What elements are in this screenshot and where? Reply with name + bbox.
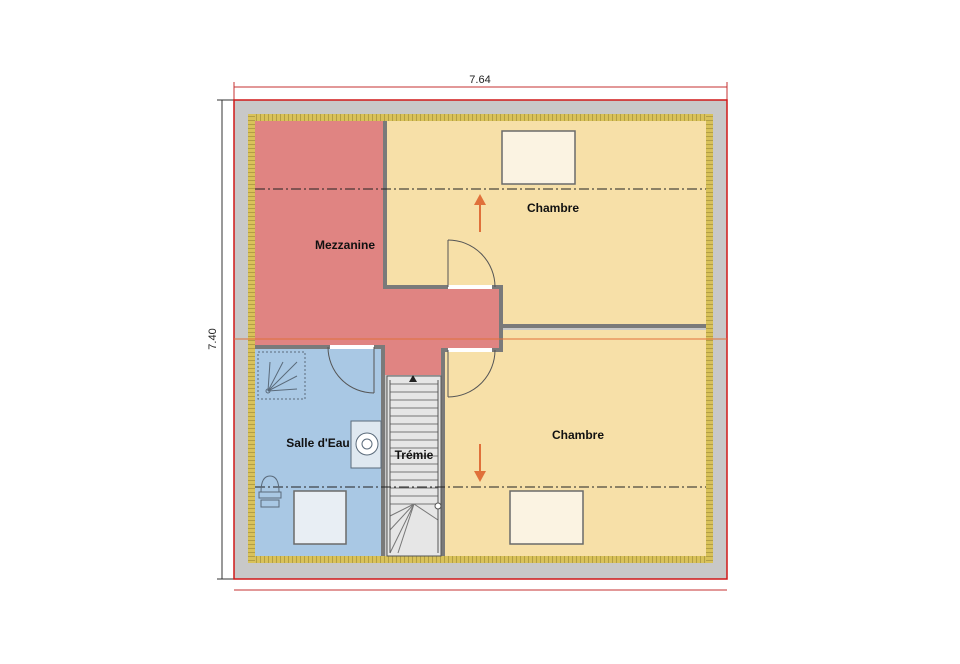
slope-arrow-down-icon	[474, 444, 486, 482]
sink-icon	[350, 420, 382, 469]
stair-start-marker-icon	[434, 502, 442, 510]
door-opening-chambre-bottom	[448, 348, 492, 352]
mezzanine-room	[255, 121, 501, 375]
door-salle-eau	[327, 346, 375, 394]
staircase	[386, 375, 442, 557]
height-dimension: 7.40	[207, 99, 234, 580]
roof-window-bathroom	[293, 490, 347, 545]
label-salle-eau: Salle d'Eau	[286, 436, 350, 450]
door-chambre-bottom	[447, 349, 496, 398]
label-chambre-bottom: Chambre	[552, 428, 604, 442]
door-opening-salle-eau	[330, 345, 374, 349]
door-chambre-top	[447, 239, 496, 288]
roof-window-top	[501, 130, 576, 185]
insulation-top	[248, 114, 713, 121]
shower-icon	[257, 351, 306, 400]
stair-direction-arrow-icon	[409, 375, 417, 382]
height-label: 7.40	[207, 328, 219, 349]
roof-window-bottom	[509, 490, 584, 545]
slope-arrow-up-icon	[474, 194, 486, 232]
label-tremie: Trémie	[395, 448, 434, 462]
label-mezzanine: Mezzanine	[315, 238, 375, 252]
insulation-bottom	[248, 556, 713, 563]
width-dimension: 7.64	[233, 74, 728, 100]
door-opening-chambre-top	[448, 285, 492, 289]
label-chambre-top: Chambre	[527, 201, 579, 215]
toilet-icon	[258, 475, 282, 508]
width-label: 7.64	[469, 74, 490, 86]
